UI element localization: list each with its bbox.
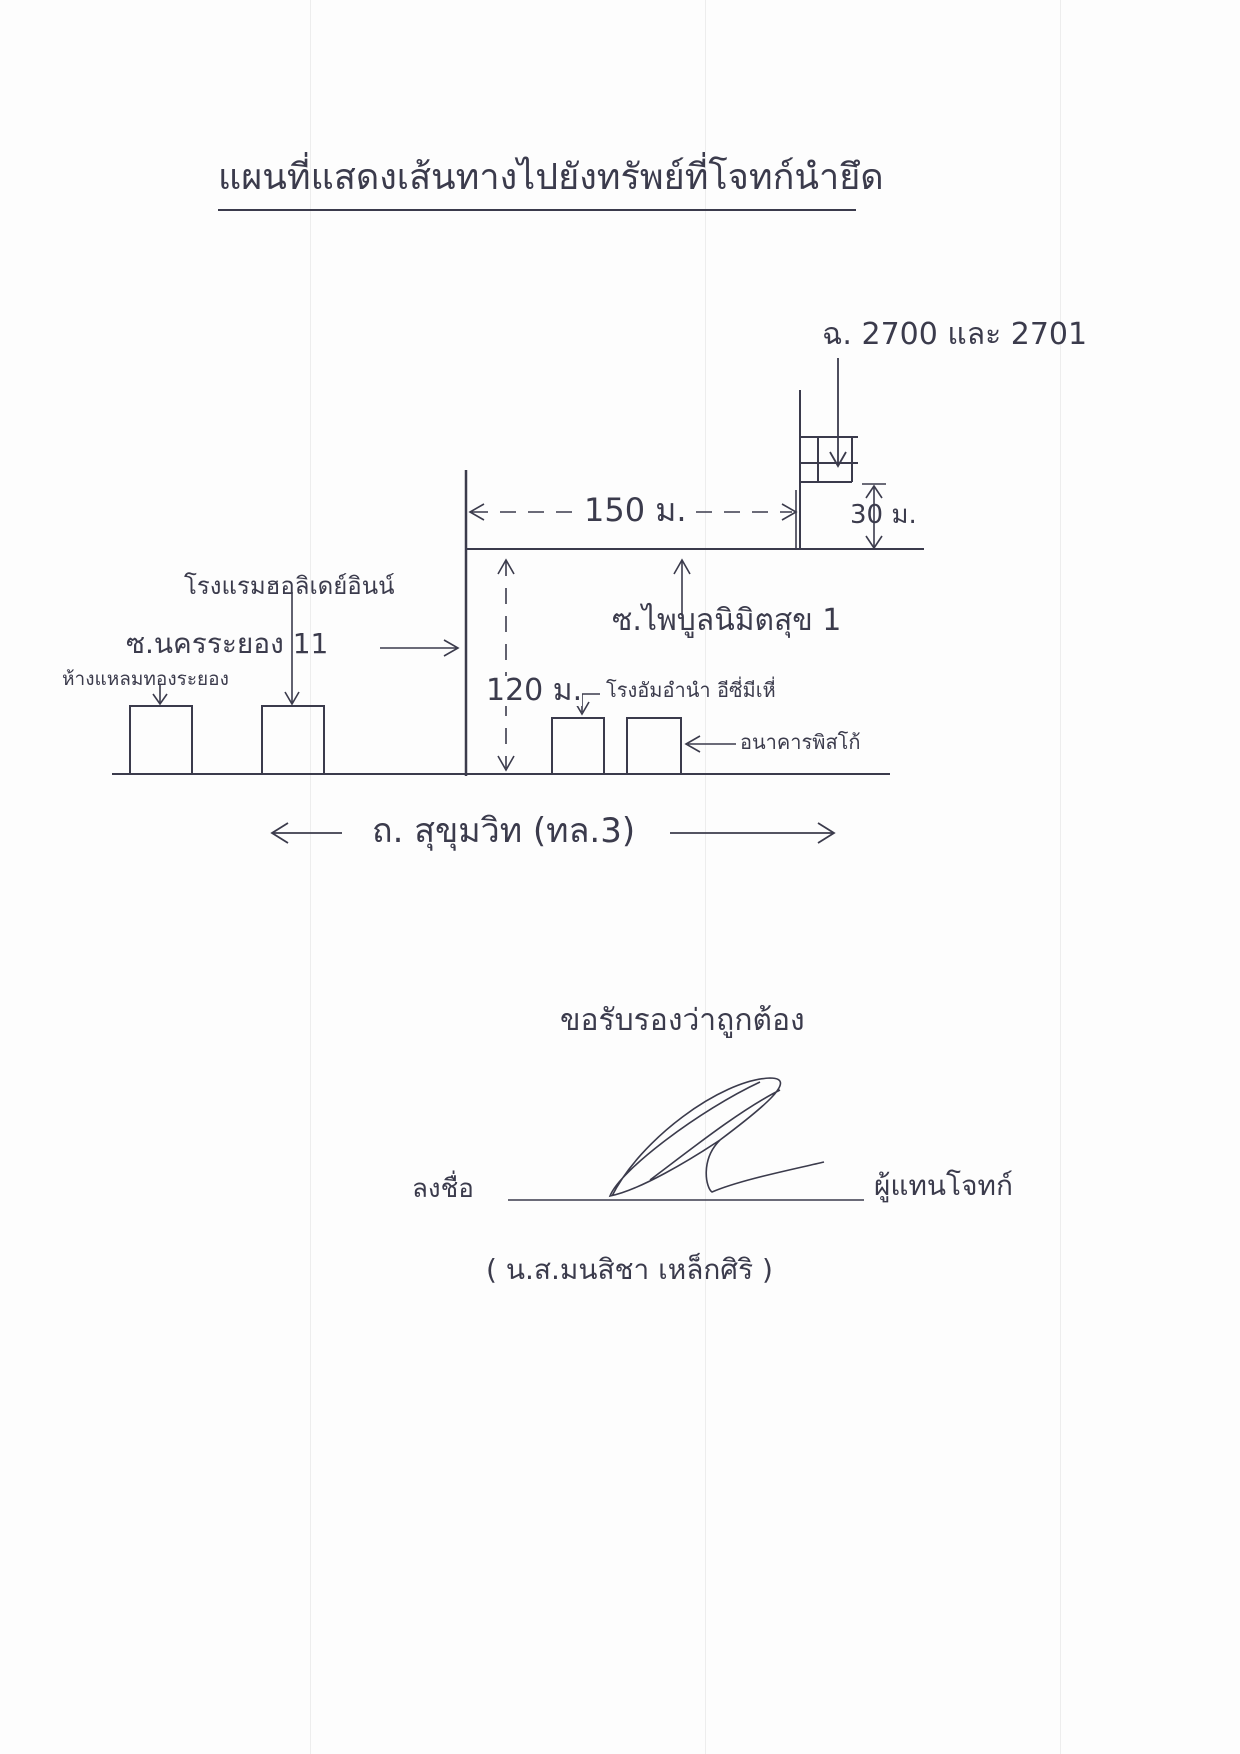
building-pointer-arrow (684, 735, 701, 753)
distance-30-label: 30 ม. (850, 500, 917, 530)
dimension-120-arrow-up (497, 558, 515, 575)
store-building (129, 705, 193, 775)
road-arrow-left-head (270, 822, 289, 844)
soi-left-label: ซ.นครระยอง 11 (126, 627, 329, 660)
dimension-30-arrow-up (865, 484, 883, 499)
soi-right-label: ซ.ไพบูลนิมิตสุข 1 (612, 603, 842, 638)
restaurant-pointer-arrow (574, 701, 590, 716)
restaurant-building (551, 717, 605, 775)
signer-name: ( น.ส.มนสิชา เหล็กศิริ ) (486, 1253, 773, 1286)
building-pisco (626, 717, 682, 775)
deed-pointer-arrow (829, 451, 847, 468)
map-title: แผนที่แสดงเส้นทางไปยังทรัพย์ที่โจทก์นำยึ… (218, 157, 884, 198)
hotel-pointer-arrow (284, 691, 300, 706)
hotel-label: โรงแรมฮอลิเดย์อินน์ (184, 572, 395, 600)
paper-fold-line (705, 0, 706, 1754)
paper-fold-line (310, 0, 311, 1754)
soi-right-pointer-arrow (673, 558, 691, 575)
hotel-building (261, 705, 325, 775)
store-label: ห้างแหลมทองระยอง (62, 668, 229, 690)
paper-fold-line (1060, 0, 1061, 1754)
soi-left-pointer-arrow (443, 639, 460, 657)
certification-statement: ขอรับรองว่าถูกต้อง (560, 1003, 805, 1038)
building-label: อนาคารพิสโก้ (740, 730, 861, 754)
distance-120-label: 120 ม. (486, 673, 583, 708)
road-arrow-right-head (817, 822, 836, 844)
distance-150-label: 150 ม. (578, 494, 693, 526)
sign-label: ลงชื่อ (412, 1174, 474, 1204)
store-pointer-arrow (152, 693, 168, 706)
dimension-30-arrow-down (865, 535, 883, 550)
signer-role: ผู้แทนโจทก์ (874, 1169, 1013, 1202)
main-road-label: ถ. สุขุมวิท (ทล.3) (372, 811, 636, 851)
dimension-150-arrow-left (468, 503, 485, 521)
restaurant-label: โรงอัมอำนำ อีซี่มีเหี่ (606, 678, 776, 702)
deed-number-label: ฉ. 2700 และ 2701 (822, 317, 1088, 352)
dimension-120-arrow-down (497, 755, 515, 772)
signature-scribble (608, 1077, 825, 1198)
